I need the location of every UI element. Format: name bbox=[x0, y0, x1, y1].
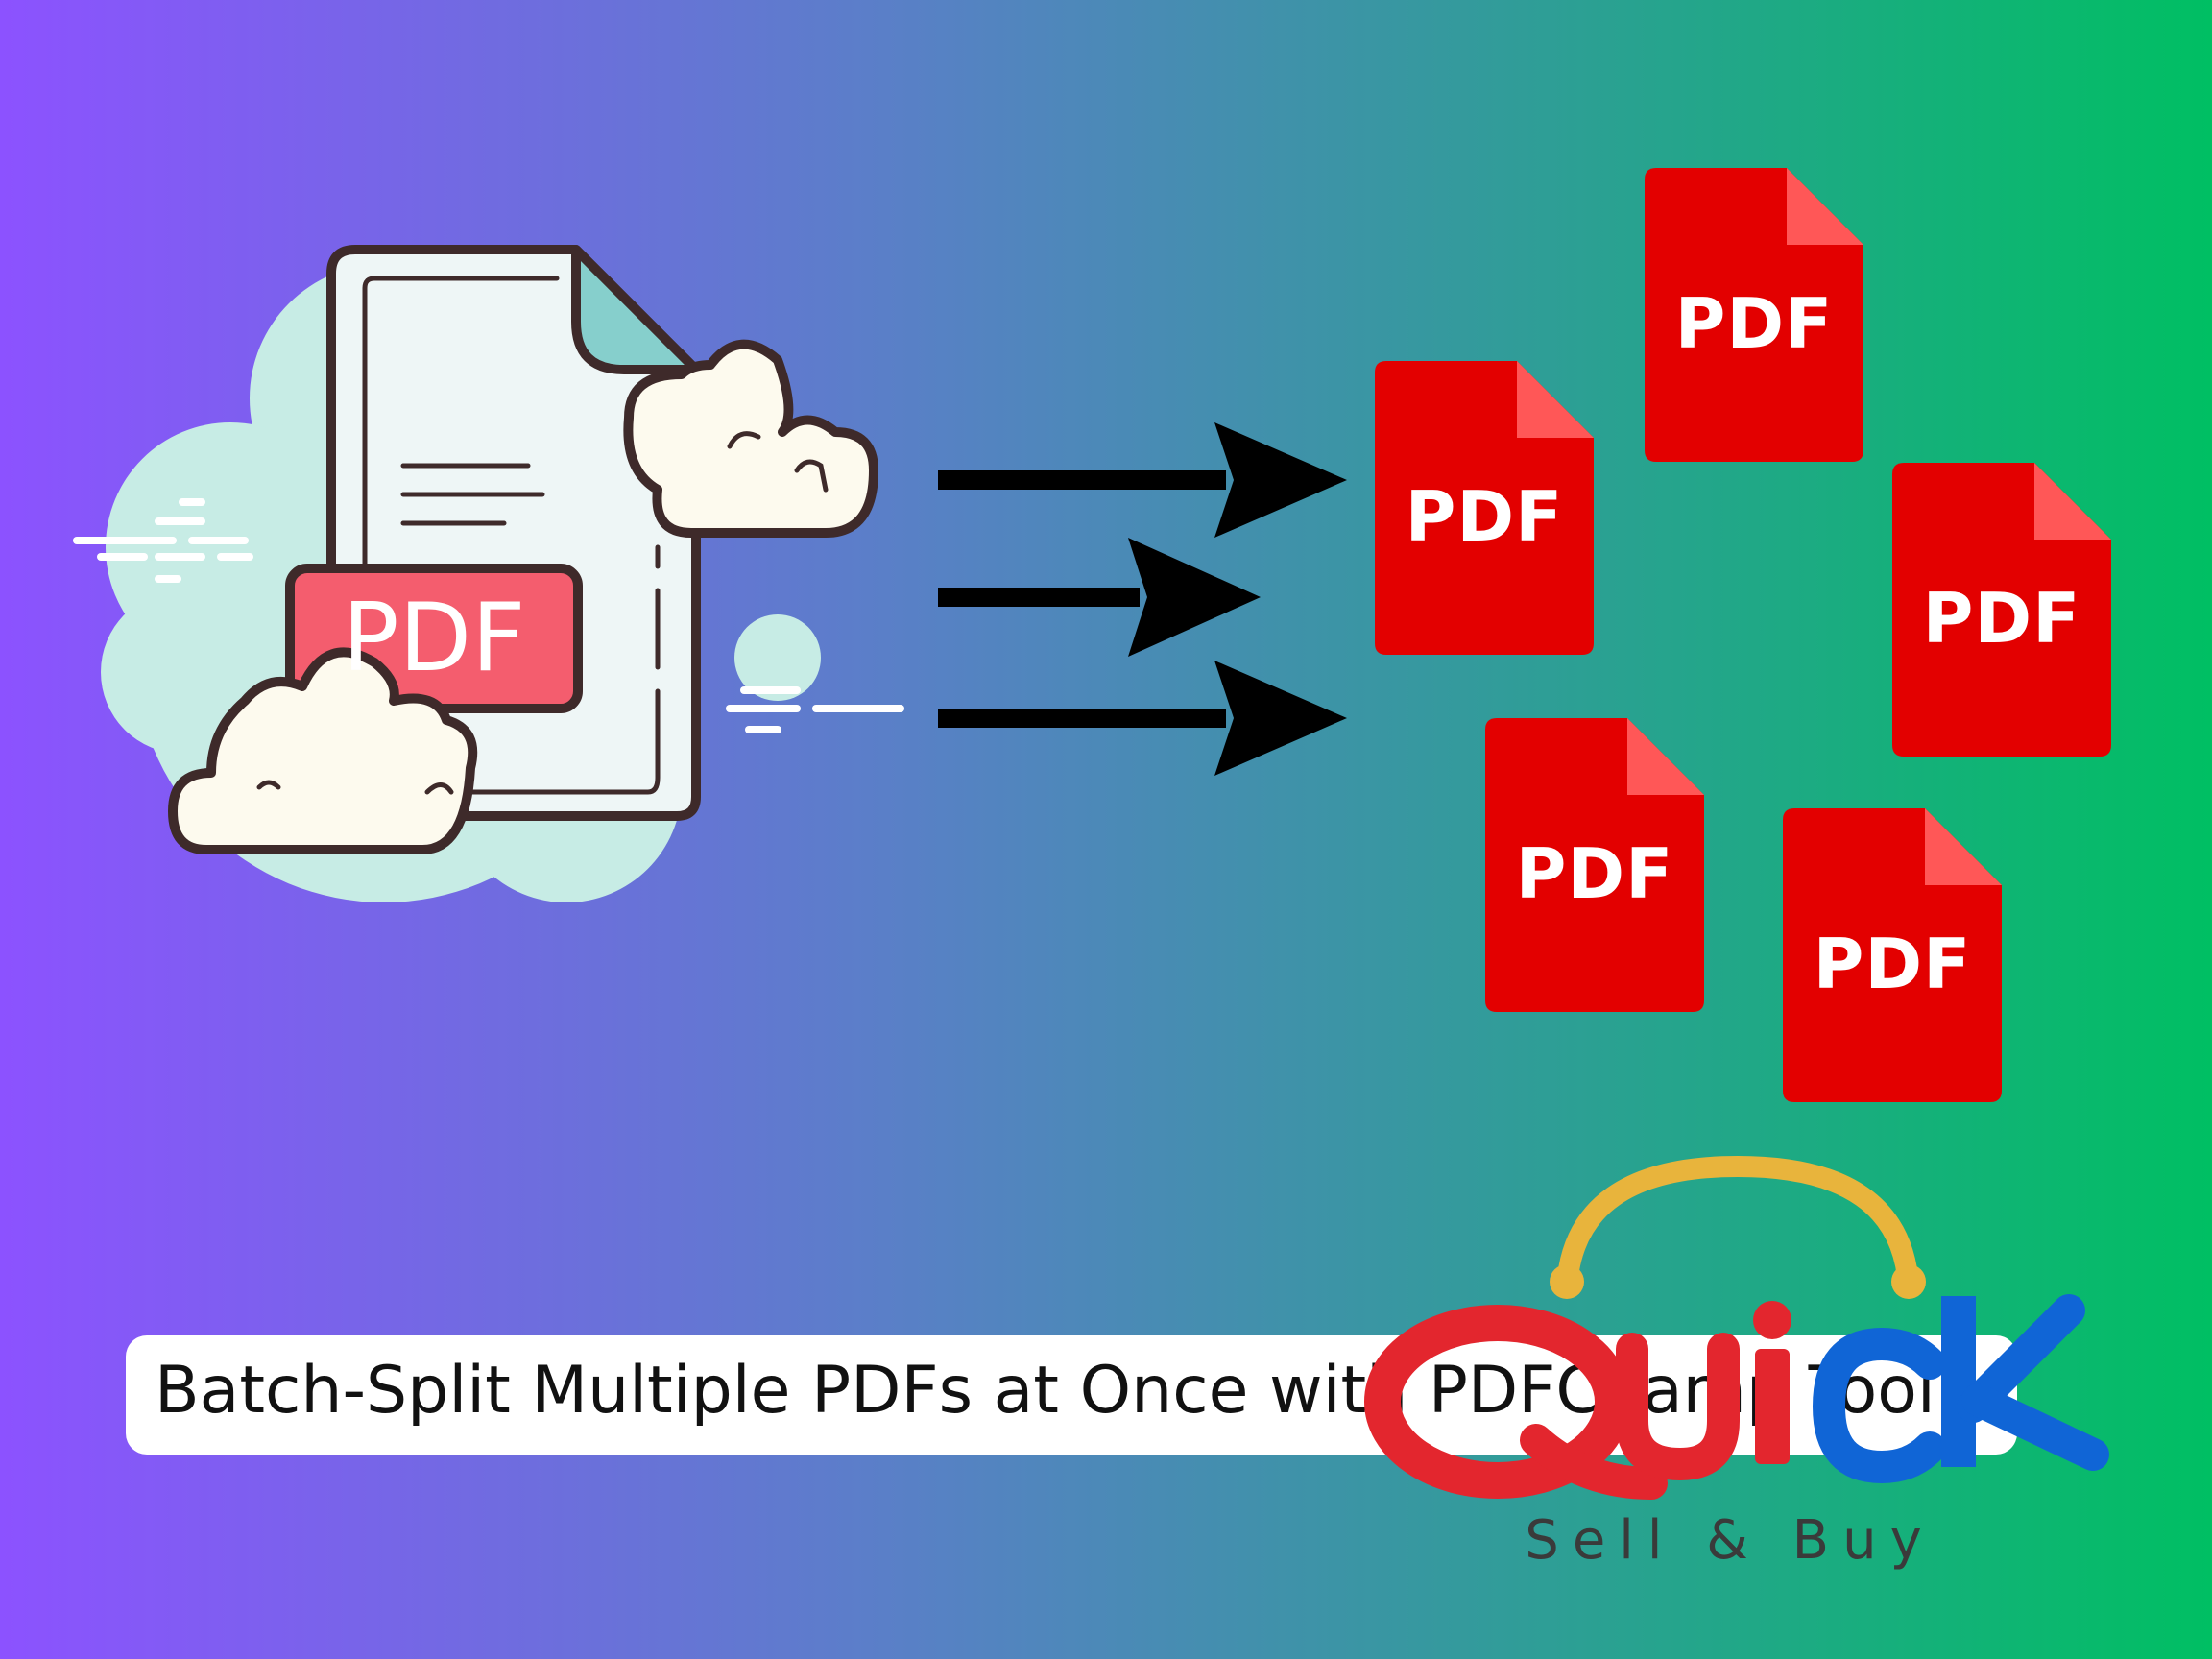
pdf-label: PDF bbox=[1922, 578, 2081, 659]
arrow-icon bbox=[938, 422, 1347, 776]
logo-tagline: Sell & Buy bbox=[1525, 1509, 1936, 1572]
source-pdf-label: PDF bbox=[342, 584, 526, 693]
output-pdf-file: PDF bbox=[1892, 463, 2111, 757]
pdf-label: PDF bbox=[1405, 476, 1564, 557]
output-pdf-file: PDF bbox=[1375, 361, 1594, 655]
pdf-label: PDF bbox=[1813, 924, 1972, 1004]
quick-logo bbox=[1364, 1155, 2109, 1500]
output-pdf-file: PDF bbox=[1485, 718, 1704, 1012]
output-pdf-file: PDF bbox=[1783, 808, 2002, 1102]
pdf-label: PDF bbox=[1515, 833, 1674, 914]
output-pdf-file: PDF bbox=[1645, 168, 1863, 462]
pdf-label: PDF bbox=[1674, 283, 1834, 364]
cloud-pdf-file-icon bbox=[73, 245, 904, 902]
